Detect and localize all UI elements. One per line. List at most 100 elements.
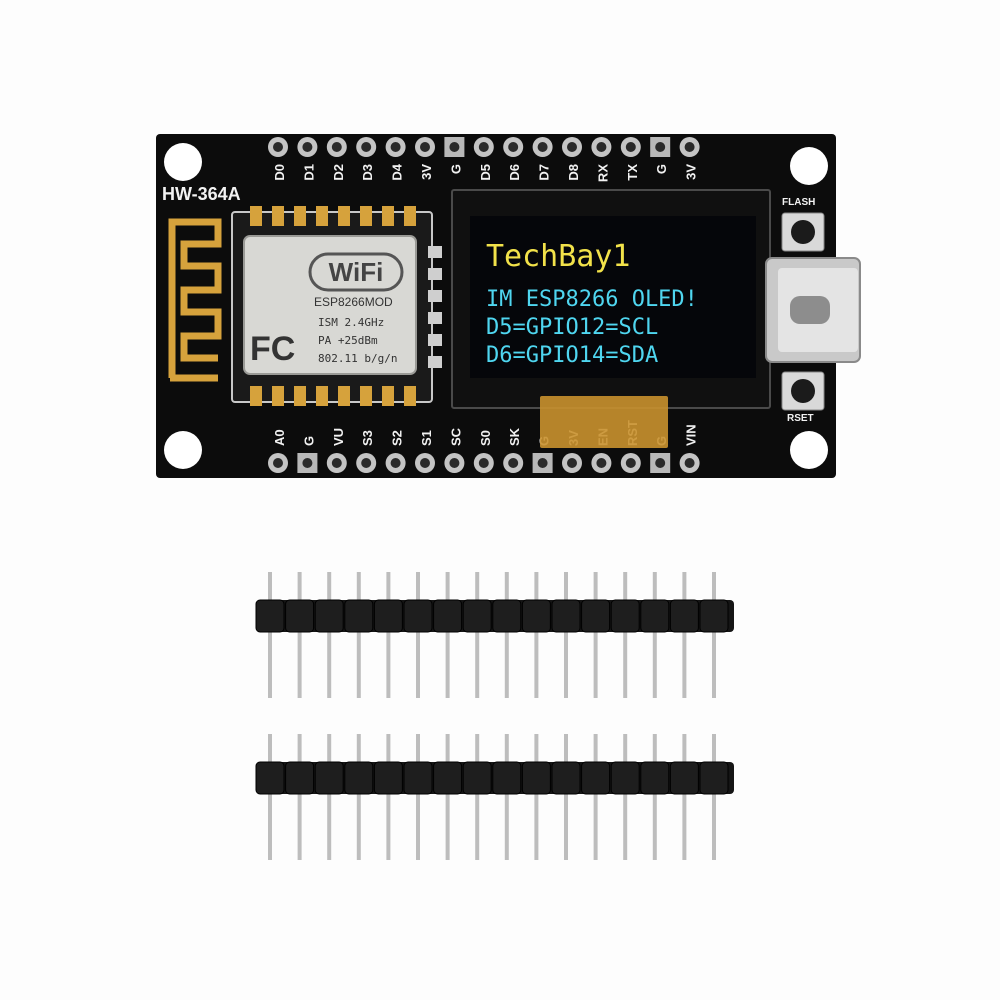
header-pin — [652, 734, 657, 860]
header-segment — [462, 761, 492, 795]
module-pad — [360, 206, 372, 226]
top-pin-pad-hole — [655, 142, 666, 152]
top-pin-pad-hole — [449, 142, 460, 152]
header-segment — [581, 761, 611, 795]
module-side-pad — [428, 290, 442, 302]
oled-line-3: D5=GPIO12=SCL — [486, 315, 658, 340]
top-pin-label: D3 — [360, 164, 375, 181]
bottom-pin-pad-hole — [420, 458, 430, 468]
bottom-pin-label: S0 — [478, 430, 493, 446]
header-segment — [492, 761, 522, 795]
header-segment — [255, 599, 285, 633]
header-segment — [521, 599, 551, 633]
bottom-pin-label: VIN — [684, 424, 699, 446]
pin-header-row-1 — [255, 572, 734, 698]
oled-line-1: TechBay1 — [486, 239, 631, 274]
module-pad — [382, 386, 394, 406]
header-segment — [344, 761, 374, 795]
top-pin-pad-hole — [537, 142, 548, 152]
module-pad — [294, 206, 306, 226]
top-pin-label: D7 — [537, 164, 552, 181]
header-segment — [581, 599, 611, 633]
header-pin — [712, 572, 716, 698]
header-pin — [475, 734, 480, 860]
oled-line-2: IM ESP8266 OLED! — [486, 287, 698, 312]
header-pin — [327, 734, 332, 860]
top-pin-pad-hole — [390, 142, 401, 152]
header-segment — [640, 761, 670, 795]
header-segment — [669, 761, 699, 795]
header-segment — [255, 761, 285, 795]
bottom-pin-pad-hole — [302, 458, 313, 468]
header-pin — [564, 734, 568, 860]
module-pad — [404, 206, 416, 226]
fcc-logo: FC — [250, 330, 295, 368]
header-segment — [610, 761, 640, 795]
mounting-holes — [164, 143, 828, 469]
header-pin — [386, 572, 391, 698]
header-pin — [356, 572, 361, 698]
top-pin-pad-hole — [567, 142, 577, 152]
header-pin — [327, 572, 332, 698]
bottom-pin-pad-hole — [331, 458, 342, 468]
header-pin — [593, 572, 598, 698]
oled-flex-cable — [540, 396, 668, 448]
top-pin-label: G — [448, 164, 463, 174]
usb-c-connector — [765, 257, 861, 363]
top-pin-label: D1 — [301, 164, 316, 181]
module-pad — [272, 386, 284, 406]
header-pin — [712, 734, 716, 860]
header-segment — [699, 761, 729, 795]
reset-button-label: RSET — [787, 413, 814, 424]
top-pin-row — [268, 137, 700, 157]
header-segment — [521, 761, 551, 795]
top-pin-label: 3V — [419, 164, 434, 180]
module-pad — [382, 206, 394, 226]
bottom-pin-label: S2 — [390, 430, 405, 446]
top-pin-pad-hole — [596, 142, 607, 152]
top-pin-pad-hole — [508, 142, 519, 152]
header-pin — [445, 734, 450, 860]
top-pin-pad-hole — [420, 142, 430, 152]
rf-shield-can — [243, 235, 417, 375]
module-pad — [294, 386, 306, 406]
bottom-pin-pad-hole — [449, 458, 460, 468]
header-segment — [314, 761, 344, 795]
top-pin-label: RX — [595, 164, 610, 182]
bottom-pin-pad-hole — [655, 458, 666, 468]
top-pin-pad-hole — [331, 142, 342, 152]
header-pin — [623, 572, 628, 698]
bottom-pin-label: SC — [448, 427, 463, 446]
top-pin-label: D4 — [390, 163, 405, 180]
header-pin — [534, 572, 539, 698]
header-pin — [682, 734, 687, 860]
module-pad — [316, 386, 328, 406]
top-pin-label: D5 — [478, 164, 493, 181]
bottom-pin-row — [268, 453, 700, 473]
module-pad — [250, 386, 262, 406]
bottom-pin-label: VU — [331, 428, 346, 446]
module-side-pad — [428, 246, 442, 258]
header-segment — [373, 761, 403, 795]
top-pin-label: G — [654, 164, 669, 174]
header-pin — [416, 734, 420, 860]
header-segment — [433, 599, 463, 633]
bottom-pin-pad-hole — [508, 458, 519, 468]
module-pad — [338, 386, 350, 406]
header-pin — [445, 572, 450, 698]
module-pad — [272, 206, 284, 226]
top-pin-label: D2 — [331, 164, 346, 181]
bottom-pin-label: S3 — [360, 430, 375, 446]
header-pin — [534, 734, 539, 860]
header-segment — [492, 599, 522, 633]
module-side-pad — [428, 356, 442, 368]
esp8266-module: WiFi ESP8266MOD FC ISM 2.4GHz PA +25dBm … — [231, 206, 442, 406]
module-side-pad — [428, 268, 442, 280]
wifi-logo-text: WiFi — [329, 257, 384, 287]
header-pin — [682, 572, 687, 698]
spec-line-1: ISM 2.4GHz — [318, 316, 384, 329]
header-pin — [297, 734, 302, 860]
pin-header-row-2 — [255, 734, 734, 860]
